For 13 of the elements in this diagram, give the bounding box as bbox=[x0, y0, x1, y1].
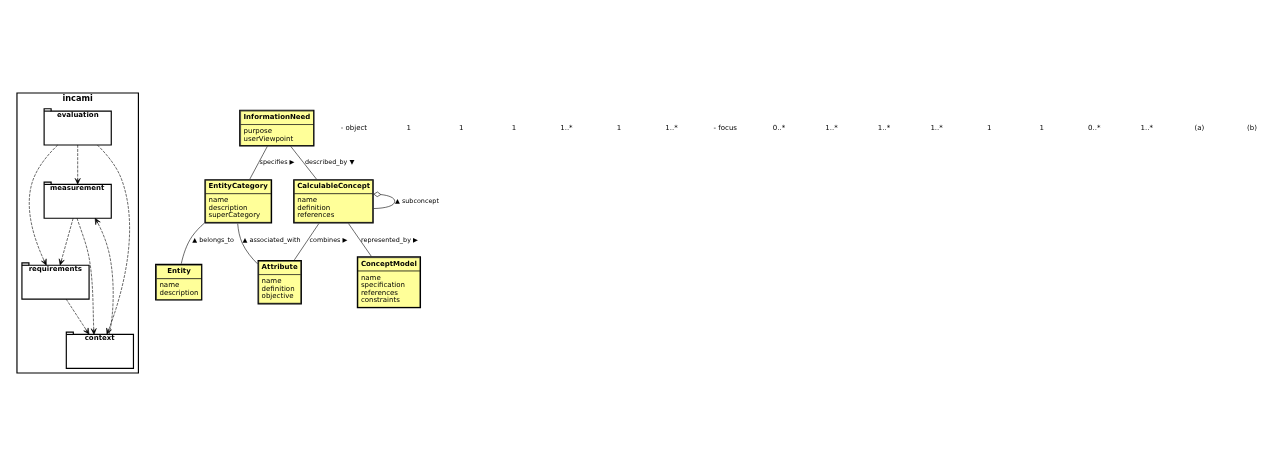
arrow bbox=[97, 144, 130, 335]
arrow bbox=[76, 218, 97, 335]
arrow bbox=[74, 144, 81, 185]
arrow bbox=[58, 218, 74, 266]
connector bbox=[294, 223, 320, 261]
connector bbox=[290, 146, 317, 180]
connector bbox=[249, 146, 268, 180]
arrow bbox=[94, 218, 114, 335]
connector bbox=[348, 223, 372, 257]
connector bbox=[373, 191, 396, 209]
connector bbox=[181, 222, 205, 264]
connector bbox=[237, 223, 258, 265]
arrow bbox=[29, 144, 58, 266]
